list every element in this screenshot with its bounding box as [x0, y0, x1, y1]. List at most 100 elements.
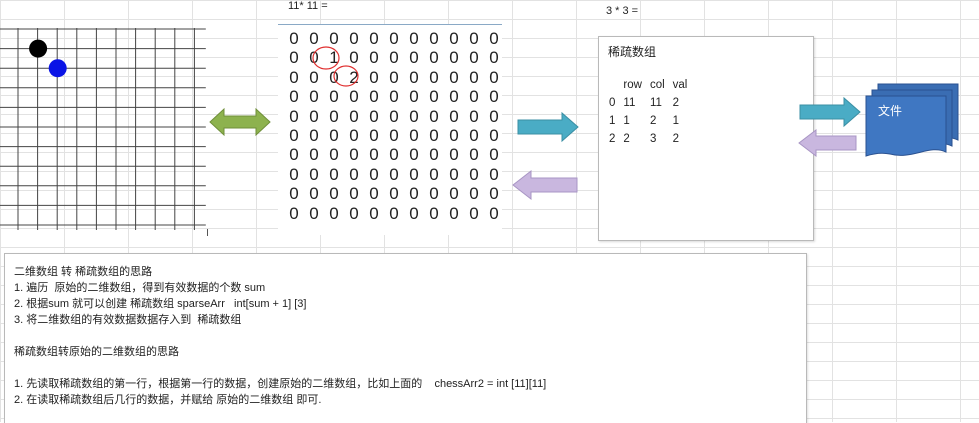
lavender-left-arrow-icon	[512, 169, 578, 201]
cell-cursor-mark	[207, 229, 208, 236]
note-line-9: 2. 在读取稀疏数组后几行的数据，并赋给 原始的二维数组 即可.	[14, 394, 322, 406]
matrix-cell: 0	[369, 106, 379, 126]
matrix-cell: 0	[329, 29, 339, 48]
matrix-cell: 0	[329, 203, 339, 223]
matrix-cell: 0	[349, 87, 359, 107]
matrix-cell: 0	[389, 29, 399, 48]
matrix-cell: 0	[469, 164, 479, 184]
matrix-cell: 0	[489, 184, 499, 204]
matrix-cell: 0	[329, 164, 339, 184]
matrix-cell: 0	[429, 48, 439, 68]
matrix-cell: 0	[429, 145, 439, 165]
matrix-cell: 0	[469, 48, 479, 68]
matrix-cell: 0	[289, 106, 299, 126]
matrix-cell: 0	[489, 48, 499, 68]
matrix-cell: 0	[489, 164, 499, 184]
matrix-cell: 0	[289, 29, 299, 48]
matrix-cell: 0	[429, 87, 439, 107]
matrix-cell: 0	[289, 67, 299, 87]
matrix-cell: 0	[309, 126, 319, 145]
note-line-8: 1. 先读取稀疏数组的第一行，根据第一行的数据，创建原始的二维数组，比如上面的 …	[14, 378, 547, 390]
matrix-cell: 0	[369, 29, 379, 48]
matrix-cell: 0	[449, 145, 459, 165]
matrix-cell: 0	[389, 67, 399, 87]
matrix-cell: 0	[409, 184, 419, 204]
sparse-array-table: row col val 0 11 11 2 1 1 2 1 2 2 3 2	[605, 76, 691, 148]
matrix-cell: 0	[449, 29, 459, 48]
matrix-cell: 0	[449, 67, 459, 87]
matrix-cell: 0	[329, 126, 339, 145]
matrix-cell: 0	[449, 48, 459, 68]
matrix-cell: 0	[309, 164, 319, 184]
matrix-cell: 0	[469, 184, 479, 204]
matrix-cell: 0	[309, 203, 319, 223]
note-line-1: 二维数组 转 稀疏数组的思路	[14, 266, 153, 278]
matrix-cell: 0	[329, 106, 339, 126]
matrix-cell: 0	[449, 106, 459, 126]
matrix-cell: 0	[389, 106, 399, 126]
black-piece	[29, 39, 48, 58]
matrix-cell: 0	[329, 145, 339, 165]
notes-textbox: 二维数组 转 稀疏数组的思路 1. 遍历 原始的二维数组，得到有效数据的个数 s…	[4, 253, 807, 423]
matrix-cell: 0	[429, 164, 439, 184]
matrix-cell: 0	[289, 164, 299, 184]
matrix-cell: 0	[489, 126, 499, 145]
matrix-cell: 0	[409, 164, 419, 184]
matrix-cell: 0	[449, 164, 459, 184]
matrix-cell: 0	[429, 184, 439, 204]
matrix-cell: 0	[289, 87, 299, 107]
matrix-cell: 0	[349, 164, 359, 184]
sparse-cell: 2	[672, 97, 680, 109]
matrix-cell: 0	[369, 67, 379, 87]
matrix-cell: 0	[369, 164, 379, 184]
file-documents-icon	[865, 83, 959, 157]
sparse-cell: 11	[649, 97, 662, 109]
matrix-cell: 0	[429, 203, 439, 223]
sparse-cell: 1	[609, 115, 616, 127]
matrix-cell: 0	[369, 145, 379, 165]
sparse-cell: 2	[649, 115, 657, 127]
matrix-cell: 0	[389, 164, 399, 184]
matrix-cell: 0	[429, 67, 439, 87]
lavender-left-arrow-from-file-icon	[798, 128, 857, 158]
matrix-cell: 0	[289, 145, 299, 165]
note-line-3: 2. 根据sum 就可以创建 稀疏数组 sparseArr int[sum + …	[14, 298, 307, 310]
matrix-cell: 0	[429, 106, 439, 126]
matrix-cell: 0	[369, 184, 379, 204]
matrix-cell: 0	[429, 126, 439, 145]
matrix-cell: 0	[389, 126, 399, 145]
matrix-cell: 0	[449, 203, 459, 223]
matrix-cell: 0	[309, 87, 319, 107]
matrix-size-label: 11* 11 =	[288, 0, 328, 12]
matrix-cell: 0	[489, 29, 499, 48]
sparse-header-row-label: row	[623, 79, 642, 91]
matrix-cell: 0	[369, 87, 379, 107]
sparse-cell: 3	[649, 133, 657, 145]
matrix-cell: 0	[389, 87, 399, 107]
matrix-cell: 0	[309, 29, 319, 48]
matrix-cell: 0	[489, 87, 499, 107]
highlight-circle-1	[312, 46, 340, 70]
matrix-cell: 0	[409, 29, 419, 48]
sparse-size-label: 3 * 3 =	[606, 5, 639, 17]
matrix-cell: 1	[329, 48, 339, 68]
sparse-cell: 0	[609, 97, 616, 109]
sparse-cell: 11	[623, 97, 636, 109]
matrix-cell: 0	[389, 145, 399, 165]
matrix-cell: 0	[289, 126, 299, 145]
note-line-4: 3. 将二维数组的有效数据数据存入到 稀疏数组	[14, 314, 242, 326]
sparse-header-row: row col val	[605, 76, 691, 94]
sparse-array-box: 稀疏数组 row col val 0 11 11 2 1 1 2 1 2 2 3…	[598, 36, 814, 241]
matrix-cell: 0	[449, 184, 459, 204]
matrix-cell: 0	[369, 48, 379, 68]
matrix-cell: 0	[409, 126, 419, 145]
matrix-cell: 0	[309, 184, 319, 204]
matrix-cell: 0	[289, 184, 299, 204]
